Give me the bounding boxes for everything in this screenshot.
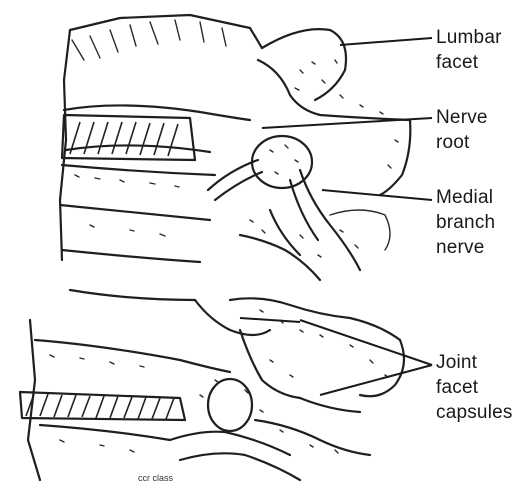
- label-medial-branch-3: nerve: [436, 237, 485, 258]
- label-lumbar-facet-2: facet: [436, 52, 479, 73]
- label-medial-branch-2: branch: [436, 212, 495, 233]
- middle-vertebral-body: [60, 165, 215, 300]
- label-joint-capsules-2: facet: [436, 377, 479, 398]
- label-lumbar-facet-1: Lumbar: [436, 27, 502, 48]
- medial-branch-nerve: [240, 170, 390, 280]
- leader-medial-branch: [322, 190, 432, 200]
- label-joint-capsules-1: Joint: [436, 352, 478, 373]
- upper-vertebral-body: [60, 15, 262, 260]
- label-joint-capsules-3: capsules: [436, 402, 513, 423]
- lower-facet-capsule: [170, 379, 370, 480]
- leader-joint-capsule-1: [300, 320, 432, 365]
- label-nerve-root-1: Nerve: [436, 107, 488, 128]
- nerve-root: [208, 136, 312, 200]
- credit-text: ccr class: [138, 473, 174, 483]
- leader-lumbar-facet: [340, 38, 432, 45]
- lower-intervertebral-disc: [20, 392, 185, 420]
- leader-joint-capsule-2: [320, 365, 432, 395]
- leader-nerve-root: [262, 118, 432, 128]
- label-medial-branch-1: Medial: [436, 187, 493, 208]
- leader-joint-capsule-3: [240, 318, 300, 322]
- label-nerve-root-2: root: [436, 132, 470, 153]
- inferior-articular-process: [195, 298, 404, 412]
- lumbar-facet-process: [258, 29, 410, 195]
- upper-intervertebral-disc: [62, 115, 195, 160]
